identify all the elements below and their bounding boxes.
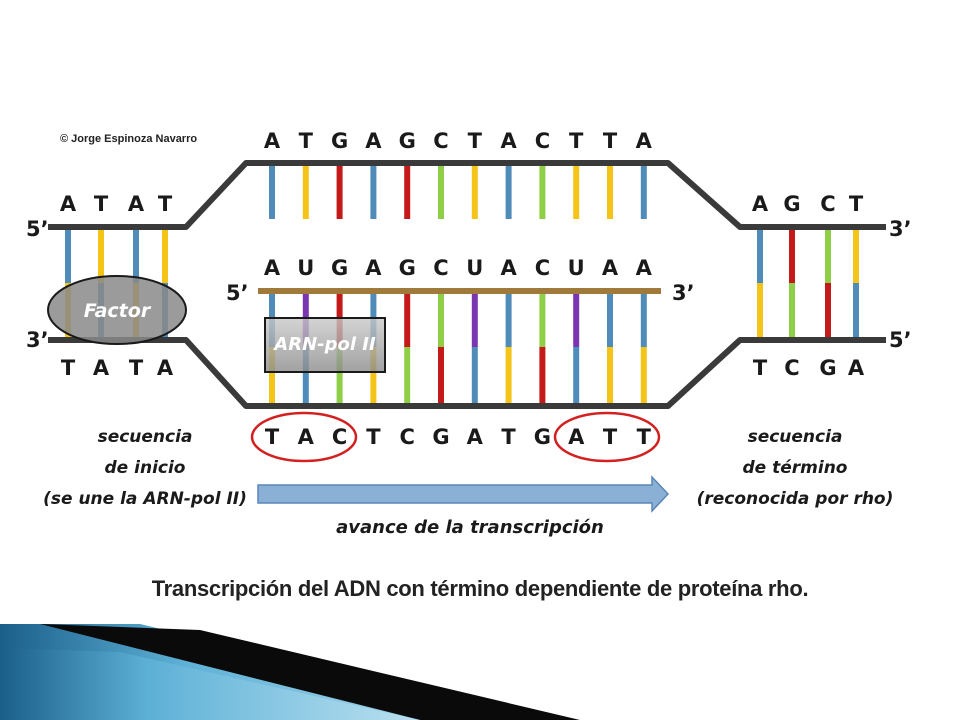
right-bottom-letter: C: [784, 356, 799, 380]
stop-codon-circle: [553, 411, 661, 463]
bottom-strand-letter: T: [637, 425, 652, 449]
right-bottom-letter: G: [819, 356, 836, 380]
top-strand-letter: C: [535, 129, 550, 153]
rna-letter: U: [568, 256, 585, 280]
slide-decoration: [0, 624, 580, 720]
copyright-notice: © Jorge Espinoza Navarro: [60, 133, 198, 145]
advance-label: avance de la transcripción: [336, 517, 604, 538]
right-top-letter: G: [783, 192, 800, 216]
right-top-letter: T: [849, 192, 864, 216]
rna-letter: A: [365, 256, 382, 280]
top-strand-letter: T: [299, 129, 314, 153]
bottom-strand-letter: T: [501, 425, 516, 449]
right-bottom-letter: A: [848, 356, 865, 380]
rna-letter: U: [466, 256, 483, 280]
left-bottom-letter: T: [129, 356, 144, 380]
rna-letter: G: [399, 256, 416, 280]
left-top-5prime: 5’: [26, 217, 49, 241]
polymerase-label: ARN-pol II: [272, 334, 376, 355]
start-codon-circle: [250, 411, 358, 463]
rna-letter: U: [297, 256, 314, 280]
rna-polymerase: ARN-pol II: [264, 317, 386, 373]
left-top-letter: T: [94, 192, 109, 216]
rna-3prime: 3’: [672, 281, 695, 305]
bottom-strand-letter: A: [467, 425, 484, 449]
left-top-letter: T: [158, 192, 173, 216]
top-strand-letter: A: [636, 129, 653, 153]
factor-label: Factor: [84, 300, 152, 322]
left-bottom-letter: T: [61, 356, 76, 380]
rna-letter: A: [636, 256, 653, 280]
left-top-letter: A: [128, 192, 145, 216]
start-sequence-label: secuencia de inicio (se une la ARN-pol I…: [43, 427, 247, 509]
top-strand-letter: G: [331, 129, 348, 153]
right-bottom-5prime: 5’: [889, 328, 912, 352]
bottom-strand-letter: T: [603, 425, 618, 449]
top-strand-letter: C: [433, 129, 448, 153]
left-bottom-3prime: 3’: [26, 328, 49, 352]
right-bottom-letter: T: [753, 356, 768, 380]
bottom-strand-letter: G: [534, 425, 551, 449]
rna-letter: A: [602, 256, 619, 280]
left-top-letter: A: [60, 192, 77, 216]
right-top-3prime: 3’: [889, 217, 912, 241]
right-top-letter: A: [752, 192, 769, 216]
bottom-strand-letter: T: [366, 425, 381, 449]
rna-letter: A: [500, 256, 517, 280]
bottom-strand-letter: A: [298, 425, 315, 449]
rna-letter: C: [433, 256, 448, 280]
bottom-strand-letter: A: [568, 425, 585, 449]
bottom-strand-letter: G: [432, 425, 449, 449]
highlight-circles: [250, 411, 661, 463]
top-strand-backbone: [48, 160, 886, 230]
top-strand-letter: T: [468, 129, 483, 153]
top-strand-letter: T: [569, 129, 584, 153]
base-pairs: [65, 166, 859, 403]
right-top-letter: C: [820, 192, 835, 216]
end-sequence-label: secuencia de término (reconocida por rho…: [696, 427, 894, 509]
bottom-strand-letter: C: [399, 425, 414, 449]
strand-ends: 5’ 3’ 5’ 3’ 3’ 5’: [26, 217, 912, 352]
factor-protein: Factor: [47, 275, 187, 345]
dna-backbones: [48, 160, 886, 409]
bottom-strand-letter: T: [265, 425, 280, 449]
rna-letter: C: [535, 256, 550, 280]
transcription-arrow: [257, 475, 670, 513]
top-strand-letter: T: [603, 129, 618, 153]
left-bottom-letter: A: [157, 356, 174, 380]
top-strand-letter: A: [264, 129, 281, 153]
left-bottom-letter: A: [93, 356, 110, 380]
bottom-strand-backbone: [48, 337, 886, 409]
figure-caption: Transcripción del ADN con término depend…: [151, 576, 809, 601]
top-strand-letter: A: [500, 129, 517, 153]
rna-letter: G: [331, 256, 348, 280]
top-strand-letter: G: [399, 129, 416, 153]
rna-5prime: 5’: [226, 281, 249, 305]
top-strand-letter: A: [365, 129, 382, 153]
rna-letter: A: [264, 256, 281, 280]
bottom-strand-letter: C: [332, 425, 347, 449]
